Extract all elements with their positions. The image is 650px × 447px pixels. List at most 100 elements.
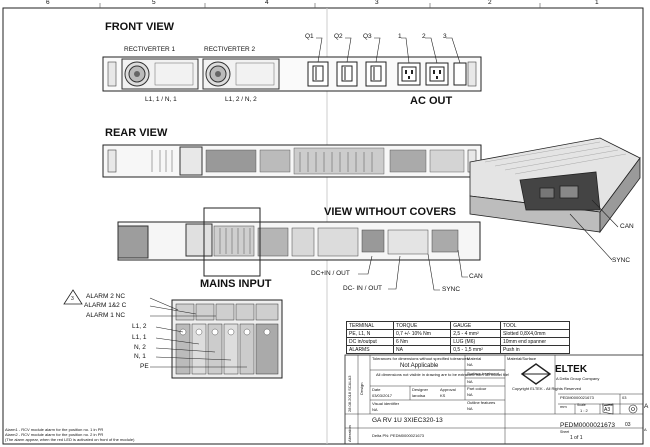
approval-value: KS — [440, 393, 446, 398]
terminal-table: TERMINAL TORQUE GAUGE TOOL PE, L1, N 0,7… — [345, 321, 570, 354]
doc-number-top: PEDM0000021673 — [560, 395, 594, 400]
material-label: Material — [467, 356, 482, 361]
socket-3-label: 3 — [443, 33, 447, 40]
column-label-5: 5 — [152, 0, 156, 6]
design-side-label: Design — [359, 382, 364, 395]
footnote-line-1: Alarm1 - RCV module alarm for the positi… — [5, 427, 104, 432]
delta-pn: Delta PN: PEDM0000021673 — [372, 433, 425, 438]
projection-symbol-icon — [602, 403, 638, 415]
dc-minus-label: DC- IN / OUT — [343, 285, 382, 292]
footnote-line-3: (The alarm appear, when the red LED is a… — [5, 437, 135, 442]
table-row: PE, L1, N 0,7 +/- 10% Nm 2,5 - 4 mm² Slo… — [345, 329, 570, 338]
table-cell: 6 Nm — [393, 337, 452, 346]
l1-1-label: L1, 1 — [132, 334, 147, 341]
alarm-2-nc-label: ALARM 2 NC — [86, 293, 126, 300]
breaker-q3-label: Q3 — [363, 33, 372, 40]
table-cell: PE, L1, N — [345, 329, 395, 338]
company-subtitle: A Delta Group Company — [556, 376, 600, 381]
note-number: 3 — [71, 296, 74, 302]
surface-treatment-value: NA — [467, 379, 473, 384]
front-view-title: FRONT VIEW — [105, 21, 175, 33]
column-label-4: 4 — [265, 0, 269, 6]
alarm-1-nc-label: ALARM 1 NC — [86, 312, 126, 319]
drawing-title: GA RV 1U 3XIEC320-13 — [372, 417, 443, 424]
revision-label: 03 — [622, 395, 627, 400]
table-cell: Push in — [500, 345, 570, 354]
ac-out-label: AC OUT — [410, 95, 453, 107]
pe-label: PE — [140, 363, 149, 370]
material-value: NA — [467, 362, 473, 367]
l1-2-label: L1, 2 — [132, 323, 147, 330]
eltek-logo-icon — [520, 363, 552, 385]
column-label-1: 1 — [595, 0, 599, 6]
footnote-line-2: Alarm2 - RCV module alarm for the positi… — [5, 432, 104, 437]
header-tool: TOOL — [500, 321, 570, 330]
table-cell: LUG (M6) — [450, 337, 501, 346]
n-2-label: N, 2 — [134, 344, 146, 351]
table-row: DC in/output 6 Nm LUG (M6) 10mm end span… — [345, 337, 570, 346]
part-colour-label: Part colour — [467, 386, 487, 391]
table-cell: 0,5 - 1,5 mm² — [450, 345, 501, 354]
alarm-12-c-label: ALARM 1&2 C — [84, 302, 127, 309]
sheet-caption: Sheet — [560, 430, 570, 434]
header-gauge: GAUGE — [450, 321, 501, 330]
scale-value: 1 : 2 — [580, 408, 588, 413]
date-value: 03/03/2017 — [372, 393, 393, 398]
visual-identifier-label: Visual identifier — [372, 401, 400, 406]
sync-label: SYNC — [442, 286, 461, 293]
socket-1-label: 1 — [398, 33, 402, 40]
n-1-label: N, 1 — [134, 353, 146, 360]
outline-value: NA — [467, 406, 473, 411]
date-side-label: 28.08.2018 SCALA3 — [347, 375, 352, 412]
format-caption: Format — [602, 403, 614, 407]
table-cell: Slotted 0,8X4,0mm — [500, 329, 570, 338]
revision-value: 03 — [625, 422, 631, 428]
approval-label: Approval — [440, 387, 456, 392]
alteration-label: Alteration — [347, 425, 352, 442]
perspective-can-label: CAN — [620, 223, 634, 230]
dc-plus-label: DC+IN / OUT — [311, 270, 350, 277]
column-label-2: 2 — [488, 0, 492, 6]
covers-view-title: VIEW WITHOUT COVERS — [324, 206, 456, 218]
unit-label: mm — [560, 404, 567, 409]
date-label: Date — [372, 387, 381, 392]
rectiverter-1-label: RECTIVERTER 1 — [124, 46, 176, 53]
table-header-row: TERMINAL TORQUE GAUGE TOOL — [345, 321, 570, 330]
table-row: ALARMS NA 0,5 - 1,5 mm² Push in — [345, 345, 570, 354]
part-colour-value: NA — [467, 392, 473, 397]
rectiverter-2-label: RECTIVERTER 2 — [204, 46, 256, 53]
table-cell: 0,7 +/- 10% Nm — [393, 329, 452, 338]
designer-value: larodsa — [412, 393, 426, 398]
copyright-text: Copyright ELTEK - All Rights Reserved — [512, 386, 582, 391]
column-label-3: 3 — [375, 0, 379, 6]
rect1-line-label: L1, 1 / N, 1 — [145, 96, 177, 103]
scale-caption: Scale — [577, 403, 586, 407]
not-applicable-text: Not Applicable — [400, 363, 439, 369]
mains-input-title: MAINS INPUT — [200, 278, 272, 290]
tolerance-note: Tolerances for dimensions without specif… — [372, 356, 469, 361]
perspective-sync-label: SYNC — [612, 257, 631, 264]
outline-label: Outline features — [467, 400, 496, 405]
dimension-note-line: All dimensions not visible in drawing ar… — [376, 372, 510, 377]
material-surface-label: Material/Surface — [507, 356, 537, 361]
header-torque: TORQUE — [393, 321, 452, 330]
designer-label: Designer — [412, 387, 429, 392]
row-label-a: A — [644, 403, 649, 410]
rear-view-title: REAR VIEW — [105, 127, 168, 139]
table-cell: DC in/output — [345, 337, 395, 346]
breaker-q1-label: Q1 — [305, 33, 314, 40]
socket-2-label: 2 — [422, 33, 426, 40]
doc-number: PEDM0000021673 — [560, 422, 615, 429]
rect2-line-label: L1, 2 / N, 2 — [225, 96, 257, 103]
table-cell: 10mm end spanner — [500, 337, 570, 346]
table-cell: ALARMS — [345, 345, 395, 354]
header-terminal: TERMINAL — [345, 321, 395, 330]
format-value: A3 — [604, 407, 611, 413]
sheet-value: 1 of 1 — [570, 435, 583, 441]
column-label-6: 6 — [46, 0, 50, 6]
title-row-marker: A — [644, 427, 647, 432]
company-name: ELTEK — [555, 364, 588, 375]
visual-identifier-value: NA — [372, 407, 378, 412]
